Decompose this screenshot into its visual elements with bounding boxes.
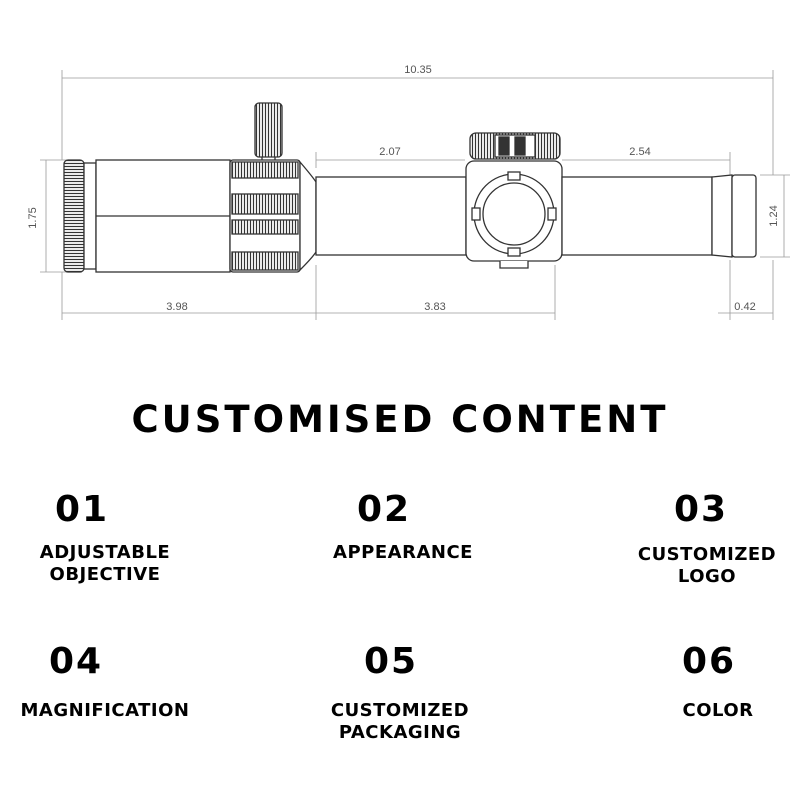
feature-item-04: 04 MAGNIFICATION	[0, 642, 225, 722]
dim-tube-front: 2.07	[379, 146, 400, 158]
eyepiece	[731, 174, 757, 258]
feature-number: 03	[674, 489, 729, 530]
page-title: CUSTOMISED CONTENT	[131, 398, 669, 441]
feature-item-02: 02 APPEARANCE	[283, 490, 523, 564]
dim-objective-section: 3.98	[166, 301, 187, 313]
dim-objective-height: 1.75	[27, 207, 39, 228]
feature-label: CUSTOMIZED PACKAGING	[330, 700, 470, 743]
scope-body	[63, 102, 757, 273]
throw-lever	[254, 102, 283, 158]
objective-knurled-ring	[63, 159, 85, 273]
feature-number: 06	[682, 641, 737, 682]
rear-tube	[561, 176, 713, 256]
dim-tube-total: 3.83	[424, 301, 445, 313]
feature-label: COLOR	[682, 700, 754, 721]
feature-label: APPEARANCE	[333, 542, 473, 563]
dim-eyepiece-height: 1.24	[768, 205, 780, 226]
main-tube	[315, 176, 467, 256]
scope-technical-drawing: 10.35 2.07 2.54 1.75 1.24 3.98 3.83 0.42	[27, 64, 790, 320]
dim-eyepiece-length: 0.42	[734, 301, 755, 313]
dim-tube-rear: 2.54	[629, 146, 650, 158]
feature-item-03: 03 CUSTOMIZED LOGO	[587, 490, 800, 588]
feature-number: 01	[55, 489, 110, 530]
feature-number: 02	[357, 489, 412, 530]
feature-item-05: 05 CUSTOMIZED PACKAGING	[280, 642, 520, 744]
feature-number: 04	[49, 641, 104, 682]
dimension-lines	[40, 70, 790, 320]
feature-item-06: 06 COLOR	[598, 642, 800, 722]
dim-overall-length: 10.35	[404, 64, 432, 76]
feature-item-01: 01 ADJUSTABLE OBJECTIVE	[0, 490, 225, 586]
feature-number: 05	[364, 641, 419, 682]
feature-label: CUSTOMIZED LOGO	[637, 544, 777, 587]
feature-label: ADJUSTABLE OBJECTIVE	[39, 542, 171, 585]
feature-label: MAGNIFICATION	[20, 700, 190, 721]
